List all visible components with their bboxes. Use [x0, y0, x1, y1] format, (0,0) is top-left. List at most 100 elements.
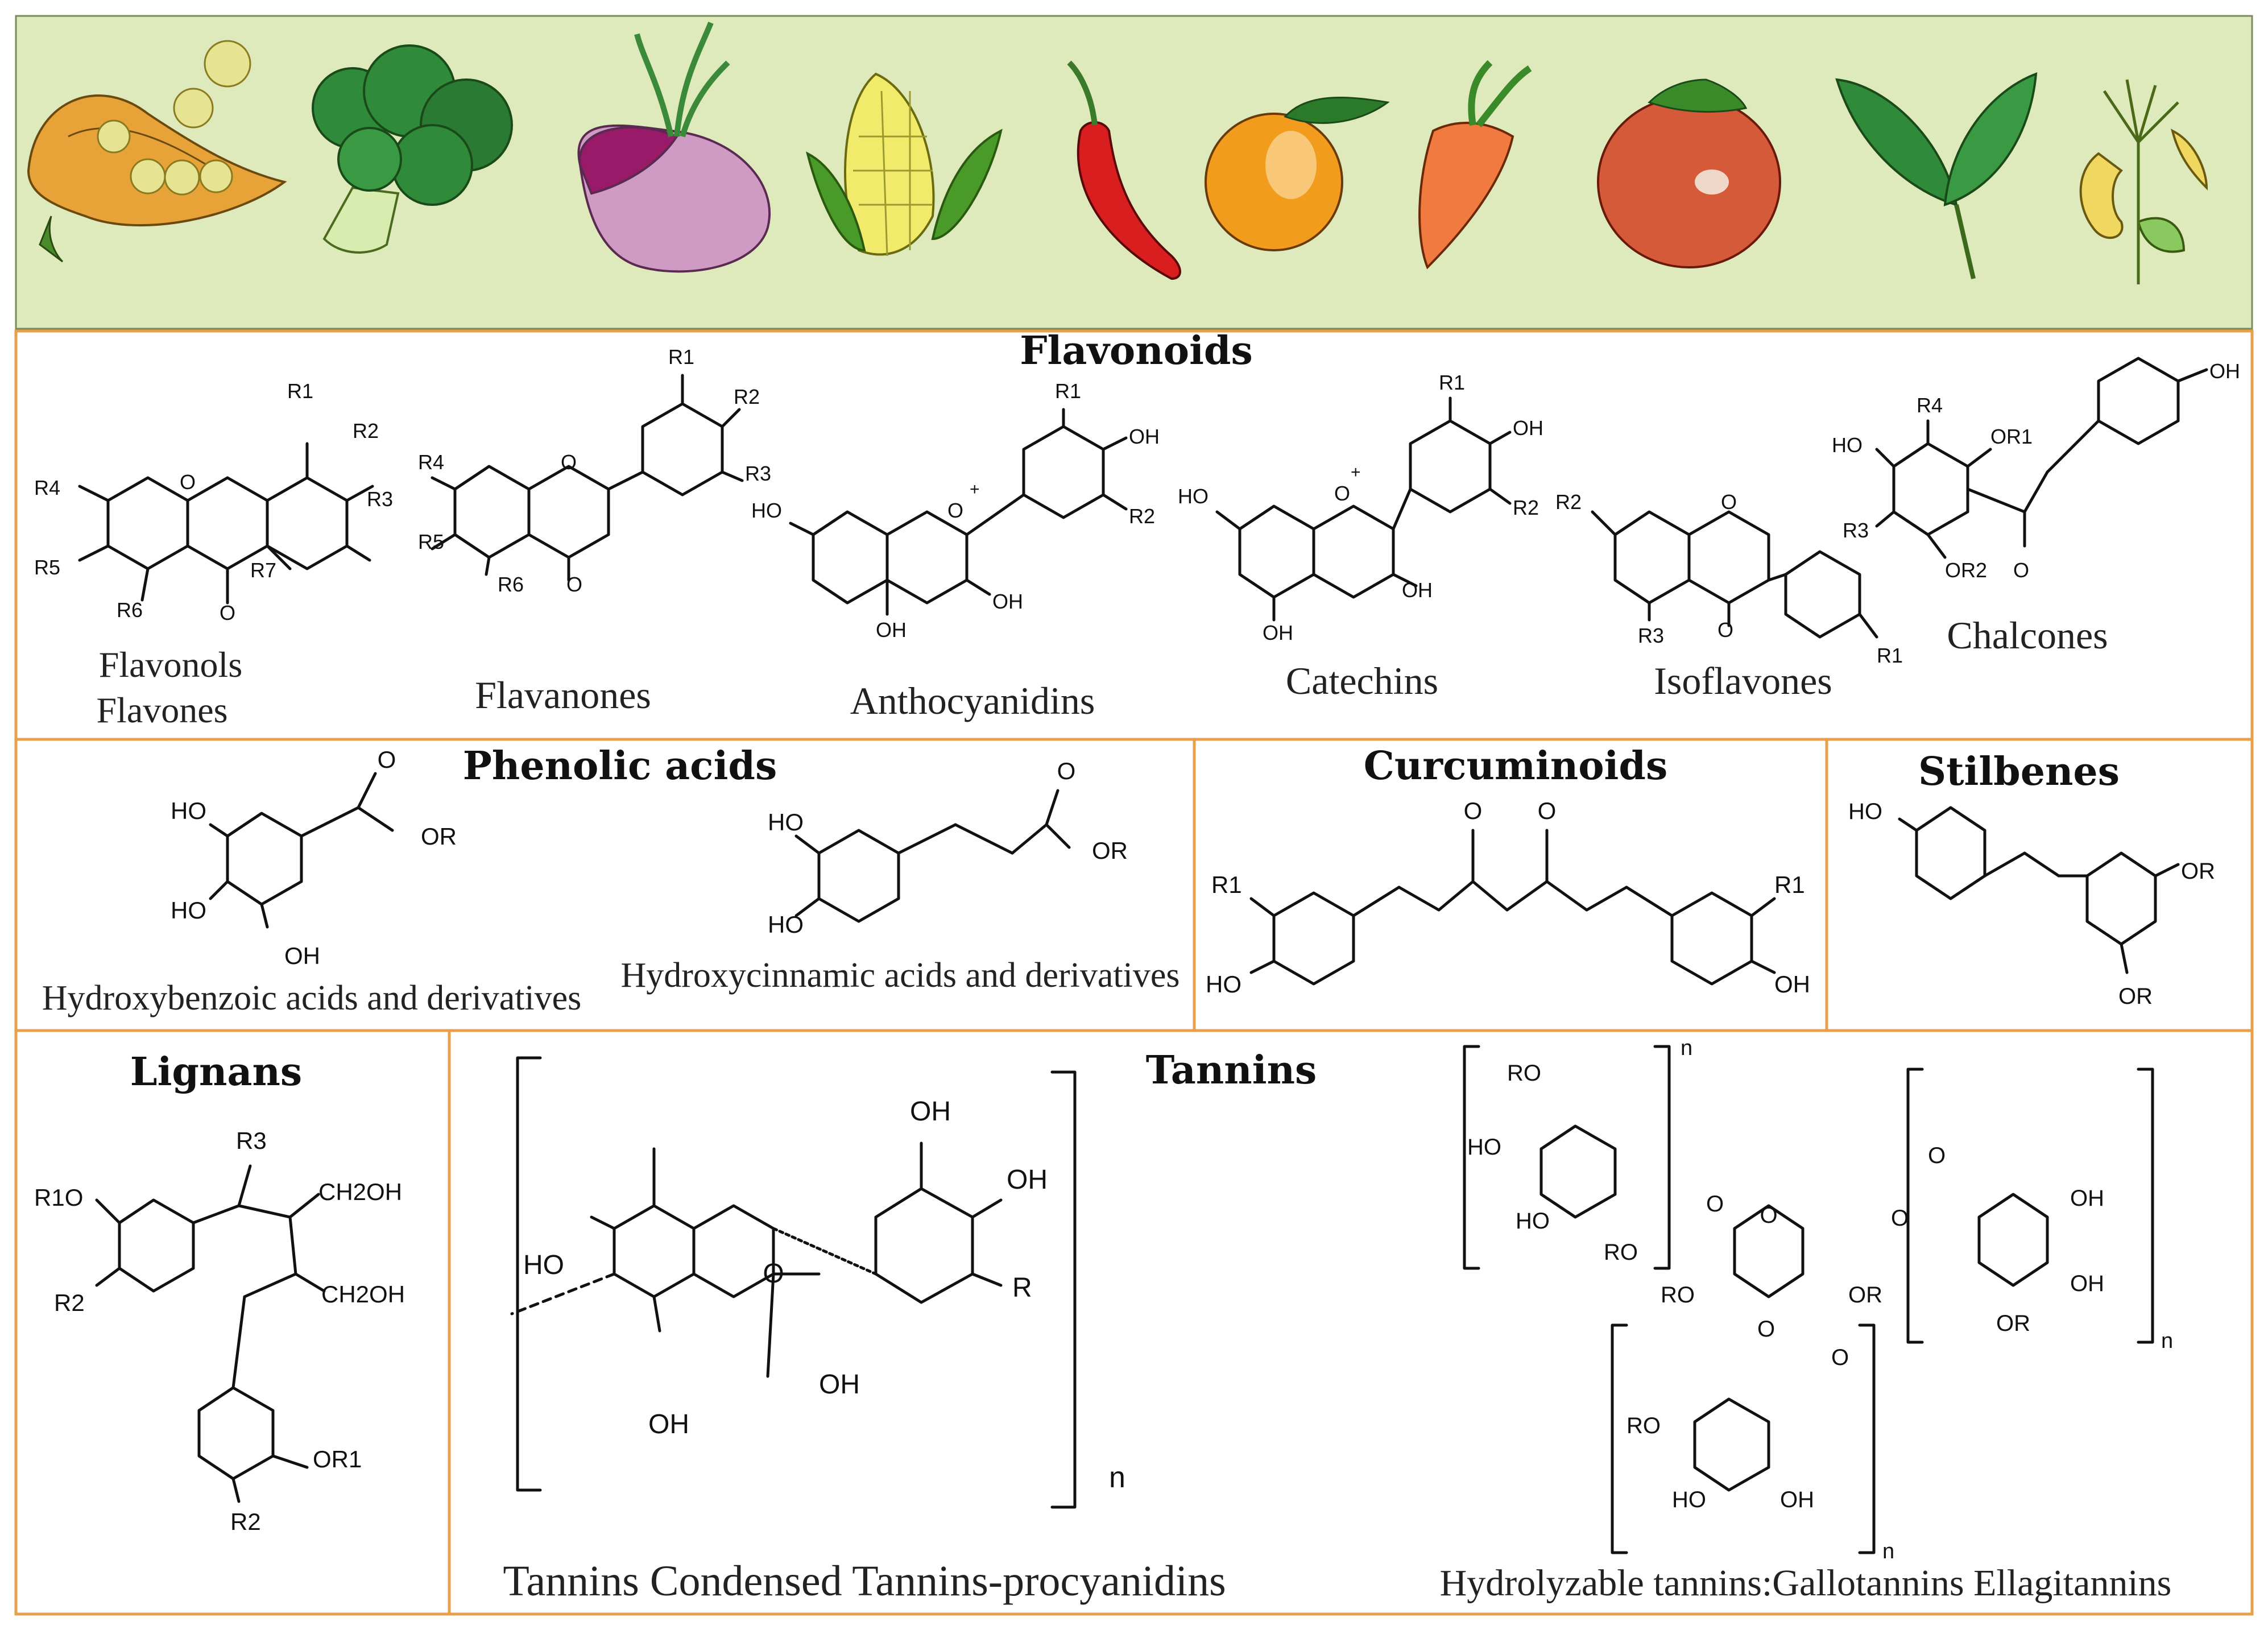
structure-catechins: O + HO OH OH R1 OH R2 — [1178, 371, 1543, 644]
svg-text:+: + — [970, 480, 980, 499]
svg-text:O: O — [1717, 618, 1733, 642]
structure-chalcones: O OH HO R4 R3 OR1 OR2 — [1832, 357, 2240, 582]
svg-text:O: O — [2013, 558, 2029, 582]
structure-anthocyanidins: O + HO OH OH R1 OH R2 — [751, 379, 1160, 642]
svg-text:O: O — [561, 450, 577, 474]
svg-text:R: R — [1012, 1273, 1032, 1303]
svg-text:R1: R1 — [1877, 644, 1903, 667]
tomato-icon — [1597, 78, 1781, 268]
caption-isoflavones: Isoflavones — [1654, 659, 1832, 702]
onion-icon — [577, 22, 771, 273]
svg-text:O: O — [763, 1259, 784, 1289]
flavonoids-box — [14, 329, 2254, 741]
chili-pepper-icon — [1067, 60, 1181, 280]
svg-text:OH: OH — [1129, 425, 1160, 448]
caption-flavones: Flavones — [96, 690, 227, 730]
svg-text:R5: R5 — [34, 556, 60, 579]
svg-text:HO: HO — [171, 797, 206, 824]
svg-text:OH: OH — [284, 942, 320, 969]
svg-text:+: + — [1351, 463, 1361, 482]
svg-text:R4: R4 — [418, 450, 444, 474]
structure-hydroxycinnamic-acid: O OR HO HO — [768, 758, 1128, 938]
caption-hydroxybenzoic: Hydroxybenzoic acids and derivatives — [42, 979, 582, 1017]
svg-text:OH: OH — [1780, 1487, 1814, 1512]
svg-text:OH: OH — [1263, 621, 1293, 644]
svg-text:O: O — [180, 470, 196, 494]
svg-text:OR1: OR1 — [1990, 425, 2033, 448]
svg-text:O: O — [566, 573, 582, 596]
svg-text:OR: OR — [2118, 984, 2153, 1009]
svg-text:OH: OH — [2209, 359, 2240, 383]
svg-text:OR: OR — [2181, 859, 2215, 884]
svg-text:O: O — [1334, 482, 1350, 505]
caption-condensed-tannins: Tannins Condensed Tannins-procyanidins — [503, 1557, 1226, 1605]
svg-text:O: O — [1538, 797, 1557, 824]
svg-text:OH: OH — [1513, 416, 1543, 440]
svg-text:O: O — [1757, 1317, 1775, 1342]
pea-pod-icon — [27, 40, 287, 263]
svg-text:OR: OR — [421, 823, 457, 850]
svg-text:n: n — [1882, 1540, 1894, 1563]
svg-text:HO: HO — [1848, 799, 1882, 824]
svg-text:O: O — [1057, 758, 1076, 784]
structure-lignan: R1O R2 R3 CH2OH CH2OH OR1 R2 — [34, 1127, 405, 1535]
svg-text:O: O — [1706, 1192, 1724, 1217]
structure-curcumin: O O R1 HO R1 OH — [1206, 797, 1810, 998]
tea-leaves-icon — [1835, 72, 2038, 279]
svg-text:RO: RO — [1626, 1413, 1661, 1438]
curcuminoids-title: Curcuminoids — [1364, 743, 1667, 789]
svg-text:HO: HO — [1178, 485, 1209, 508]
svg-text:O: O — [1464, 797, 1483, 824]
svg-text:OH: OH — [1774, 971, 1810, 998]
svg-text:HO: HO — [523, 1250, 564, 1280]
svg-text:OR: OR — [1996, 1311, 2030, 1336]
phenolic-acids-title: Phenolic acids — [463, 743, 777, 789]
svg-text:R2: R2 — [353, 419, 379, 442]
svg-text:R2: R2 — [1513, 496, 1539, 519]
svg-text:R6: R6 — [498, 573, 524, 596]
structure-isoflavones: O O R2 R3 R1 — [1555, 490, 1903, 667]
svg-text:HO: HO — [1467, 1135, 1501, 1160]
svg-text:HO: HO — [1672, 1487, 1706, 1512]
svg-text:CH2OH: CH2OH — [318, 1178, 402, 1205]
svg-text:O: O — [1721, 490, 1737, 514]
svg-text:R1: R1 — [287, 379, 313, 403]
svg-text:O: O — [1831, 1345, 1849, 1370]
structure-flavonols-flavones: O O R4 R5 R6 R7 R1 R2 R3 — [34, 379, 393, 624]
svg-text:R1: R1 — [1439, 371, 1465, 394]
structure-condensed-tannin: n O OH HO OH OH OH R — [510, 1056, 1125, 1509]
svg-text:HO: HO — [751, 499, 782, 522]
svg-text:OR2: OR2 — [1945, 558, 1987, 582]
svg-text:HO: HO — [768, 911, 804, 938]
caption-catechins: Catechins — [1286, 659, 1438, 702]
svg-text:R1: R1 — [668, 345, 694, 369]
svg-text:R1: R1 — [1774, 871, 1805, 898]
svg-text:HO: HO — [1206, 971, 1241, 998]
svg-text:n: n — [1681, 1036, 1692, 1060]
svg-text:R1O: R1O — [34, 1184, 83, 1211]
svg-text:R3: R3 — [236, 1127, 267, 1154]
svg-text:OH: OH — [648, 1409, 689, 1439]
svg-text:O: O — [947, 499, 963, 522]
orange-icon — [1205, 97, 1390, 251]
svg-text:O: O — [1928, 1143, 1946, 1168]
svg-text:HO: HO — [1516, 1209, 1550, 1234]
flavonoids-title: Flavonoids — [1020, 328, 1253, 374]
banner — [15, 15, 2253, 330]
carrot-icon — [1418, 60, 1532, 270]
svg-text:HO: HO — [768, 809, 804, 835]
caption-flavanones: Flavanones — [475, 673, 651, 717]
flower-icon — [2079, 79, 2208, 284]
svg-text:HO: HO — [1832, 433, 1863, 457]
broccoli-icon — [312, 44, 513, 254]
lignans-title: Lignans — [130, 1049, 302, 1095]
svg-text:RO: RO — [1507, 1061, 1541, 1086]
caption-anthocyanidins: Anthocyanidins — [850, 679, 1095, 722]
tannins-box — [448, 1029, 2254, 1616]
svg-text:RO: RO — [1661, 1283, 1695, 1308]
svg-text:HO: HO — [171, 897, 206, 924]
caption-flavonols: Flavonols — [99, 644, 242, 685]
svg-text:R4: R4 — [34, 476, 60, 499]
svg-text:OH: OH — [2070, 1186, 2104, 1211]
